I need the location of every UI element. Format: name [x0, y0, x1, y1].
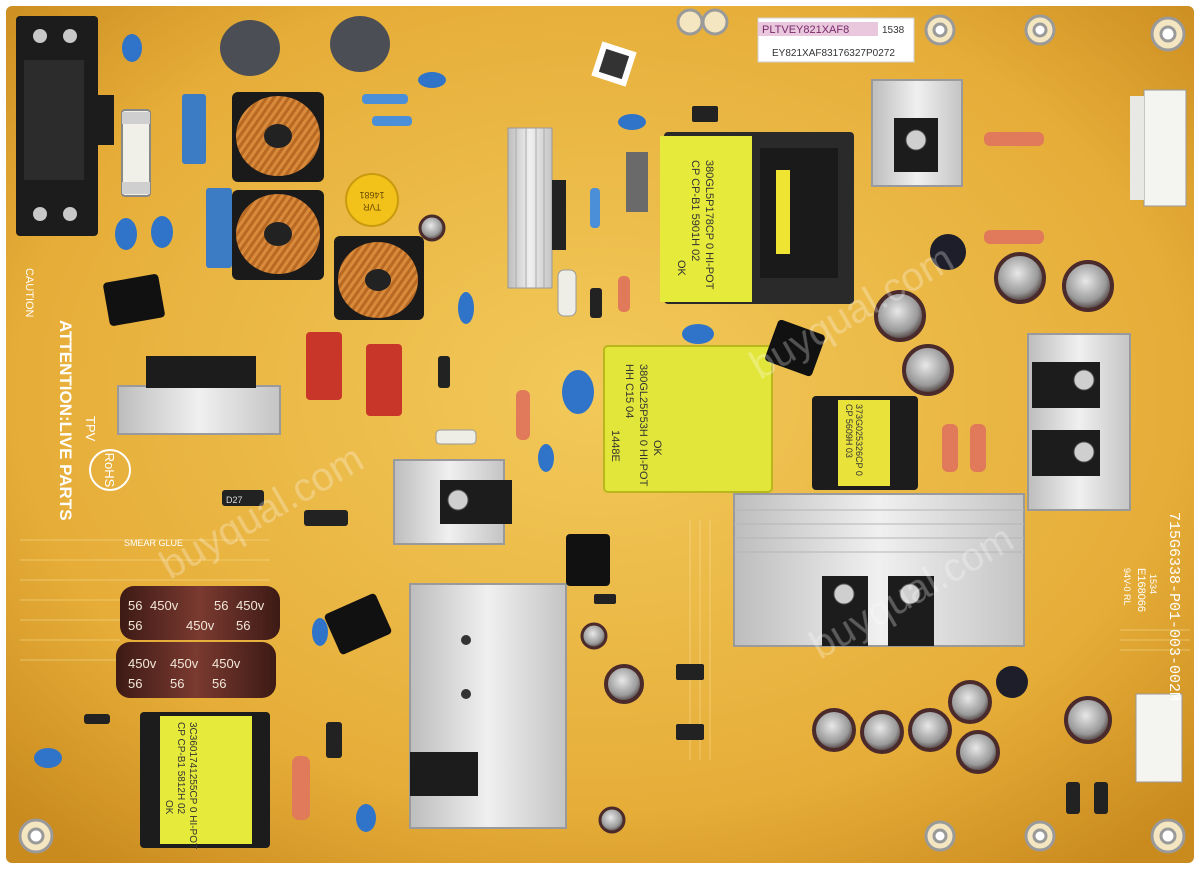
- red-film-capacitors: [306, 332, 402, 416]
- varistor-label-line2: 14681: [359, 190, 384, 200]
- label-lot: 1538: [882, 25, 905, 36]
- film-capacitor: [626, 152, 648, 212]
- y-capacitors: [34, 34, 714, 832]
- caution-text: CAUTION: [23, 268, 35, 318]
- main-transformer-line1: 380GL5P178CP 0 HI-POT: [703, 160, 715, 290]
- main-transformer-line3: OK: [675, 260, 687, 277]
- ac-input-connector: [16, 16, 114, 236]
- qr-sticker: [591, 41, 637, 87]
- cap-bottom-label-5: 450v: [212, 656, 241, 671]
- foam-pads: [103, 274, 825, 655]
- diodes: D27: [84, 106, 1108, 814]
- resistors: [292, 94, 1044, 820]
- mounting-holes: [18, 8, 1186, 854]
- power-transistors: [410, 118, 1100, 796]
- common-mode-chokes: [232, 92, 424, 320]
- standby-transformer-line2: CP 5609H 03: [844, 404, 854, 458]
- bulk-capacitors: 56 450v 450v 56 56 450v 56 450v 56 450v …: [116, 586, 280, 698]
- secondary-transformer-line1: 380GL25P53H 0 HI-POT: [637, 364, 649, 487]
- cap-bottom-label-4: 56: [170, 676, 184, 691]
- brand-text: TPV: [83, 416, 98, 442]
- cap-top-label-1: 56: [128, 598, 142, 613]
- varistor: TVR 14681: [345, 173, 399, 227]
- date-code: 1534: [1148, 574, 1158, 594]
- bridge-heatsink: [507, 127, 566, 289]
- cap-bottom-label-1: 450v: [128, 656, 157, 671]
- secondary-transformer-line4: OK: [651, 440, 663, 457]
- main-transformer: 380GL5P178CP 0 HI-POT CP CP-B1 5901H 02 …: [660, 132, 854, 304]
- rohs-logo: RoHS: [89, 449, 131, 491]
- smear-glue-text: SMEAR GLUE: [124, 538, 183, 548]
- cap-bottom-label-6: 56: [212, 676, 226, 691]
- cap-bottom-label-2: 56: [128, 676, 142, 691]
- aux-transformer: 3C3601741255CP 0 HI-POT CP CP-B1 5812H 0…: [140, 712, 270, 849]
- warning-text: ATTENTION:LIVE PARTS: [56, 320, 75, 521]
- flame-rating: 94V-0 RL: [1122, 568, 1132, 606]
- ul-code: E168066: [1135, 568, 1147, 612]
- secondary-transformer-line3: 1448E: [609, 430, 621, 462]
- model-number: 715G6338-P01-003-002M: [1165, 512, 1182, 701]
- standby-transformer: 373G025326CP 0 CP 5609H 03: [812, 396, 918, 490]
- standby-transformer-line1: 373G025326CP 0: [854, 404, 864, 476]
- silkscreen-text: ATTENTION:LIVE PARTS CAUTION TPV SMEAR G…: [23, 268, 1182, 701]
- x-capacitors: [182, 94, 232, 268]
- main-transformer-line2: CP CP-B1 5901H 02: [689, 160, 701, 261]
- left-heatsink: [117, 356, 281, 435]
- right-heatsink: [1027, 333, 1131, 511]
- cap-top-label-3: 450v: [186, 618, 215, 633]
- cap-top-label-7: 56: [236, 618, 250, 633]
- cap-top-label-2: 450v: [150, 598, 179, 613]
- label-serial: EY821XAF83176327P0272: [772, 48, 895, 59]
- output-heatsink: [733, 493, 1025, 647]
- secondary-transformer-line2: HH C15 04: [623, 364, 635, 418]
- aux-transformer-line1: 3C3601741255CP 0 HI-POT: [187, 722, 198, 849]
- varistor-label-line1: TVR: [362, 202, 381, 212]
- ntc-thermistors: [220, 16, 390, 76]
- serial-label: PLTVEY821XAF8 1538 EY821XAF83176327P0272: [757, 17, 915, 63]
- diode-label: D27: [226, 495, 243, 505]
- silkscreen-hatching: [20, 520, 1190, 760]
- cap-bottom-label-3: 450v: [170, 656, 199, 671]
- cap-top-label-5: 56: [128, 618, 142, 633]
- led-connector-top: [1130, 89, 1187, 207]
- cap-top-label-4: 56: [214, 598, 228, 613]
- output-electrolytic-capacitors: [418, 214, 1114, 834]
- rohs-text: RoHS: [102, 453, 117, 488]
- secondary-transformer: 380GL25P53H 0 HI-POT HH C15 04 1448E OK: [603, 345, 773, 493]
- aux-transformer-line2: CP CP-B1 5812H 02: [175, 722, 186, 815]
- cap-top-label-6: 450v: [236, 598, 265, 613]
- label-part-number: PLTVEY821XAF8: [762, 24, 849, 36]
- fuse: [121, 109, 151, 197]
- output-connector-bottom: [1135, 693, 1183, 783]
- aux-transformer-line3: OK: [163, 800, 174, 815]
